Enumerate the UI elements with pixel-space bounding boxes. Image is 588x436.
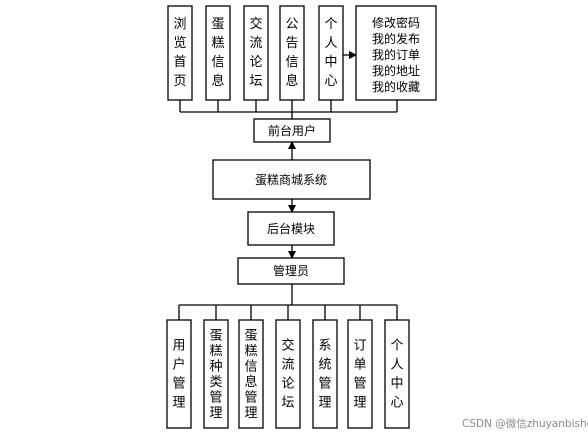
bottom-system-management-label: 系统管理 bbox=[318, 339, 331, 411]
backend-module-box: 后台模块 bbox=[247, 211, 335, 246]
backend-module-label: 后台模块 bbox=[267, 221, 315, 236]
bottom-personal-center-box: 个人中心 bbox=[384, 319, 410, 429]
top-notice-info-box: 公告信息 bbox=[279, 5, 305, 101]
top-cake-info-box: 蛋糕信息 bbox=[205, 5, 231, 101]
personal-center-item-5: 我的收藏 bbox=[372, 79, 420, 94]
admin-label: 管理员 bbox=[273, 263, 309, 278]
bottom-order-management-box: 订单管理 bbox=[347, 319, 373, 429]
top-notice-info-label: 公告信息 bbox=[285, 17, 298, 89]
personal-center-item-4: 我的地址 bbox=[372, 63, 420, 78]
bottom-cake-info-management-box: 蛋糕信息管理 bbox=[238, 319, 264, 429]
top-browse-home-label: 浏览首页 bbox=[173, 16, 186, 89]
top-forum-label: 交流论坛 bbox=[249, 16, 262, 89]
top-forum-box: 交流论坛 bbox=[243, 5, 269, 101]
bottom-modules: 用户管理 蛋糕种类管理 蛋糕信息管理 交流论坛 系统管理 订单管理 个人中心 bbox=[166, 319, 410, 429]
bottom-cake-category-management-box: 蛋糕种类管理 bbox=[203, 319, 229, 429]
system-label: 蛋糕商城系统 bbox=[255, 172, 327, 187]
bottom-personal-center-label: 个人中心 bbox=[390, 339, 403, 411]
bottom-user-management-box: 用户管理 bbox=[166, 319, 192, 429]
front-user-label: 前台用户 bbox=[268, 123, 316, 138]
front-user-box: 前台用户 bbox=[253, 118, 331, 143]
personal-center-item-3: 我的订单 bbox=[372, 47, 420, 62]
bottom-system-management-box: 系统管理 bbox=[312, 319, 338, 429]
system-box: 蛋糕商城系统 bbox=[212, 159, 371, 200]
watermark: CSDN @微信zhuyanbishe bbox=[462, 418, 588, 430]
personal-center-item-2: 我的发布 bbox=[372, 31, 420, 46]
bottom-cake-info-management-label: 蛋糕信息管理 bbox=[244, 328, 257, 421]
bottom-forum-box: 交流论坛 bbox=[275, 319, 301, 429]
admin-box: 管理员 bbox=[237, 257, 345, 285]
bottom-order-management-label: 订单管理 bbox=[353, 339, 366, 411]
personal-center-item-1: 修改密码 bbox=[372, 15, 420, 30]
top-personal-center-label: 个人中心 bbox=[324, 17, 337, 89]
top-modules: 浏览首页 蛋糕信息 交流论坛 公告信息 个人中心 bbox=[167, 5, 344, 101]
bottom-user-management-label: 用户管理 bbox=[172, 339, 185, 411]
bottom-cake-category-management-label: 蛋糕种类管理 bbox=[209, 328, 222, 421]
connector-lines bbox=[178, 51, 398, 320]
top-browse-home-box: 浏览首页 bbox=[167, 5, 193, 101]
bottom-forum-label: 交流论坛 bbox=[281, 338, 294, 411]
top-personal-center-box: 个人中心 bbox=[318, 5, 344, 101]
top-cake-info-label: 蛋糕信息 bbox=[211, 17, 224, 89]
personal-center-items-box: 修改密码 我的发布 我的订单 我的地址 我的收藏 bbox=[355, 5, 437, 101]
